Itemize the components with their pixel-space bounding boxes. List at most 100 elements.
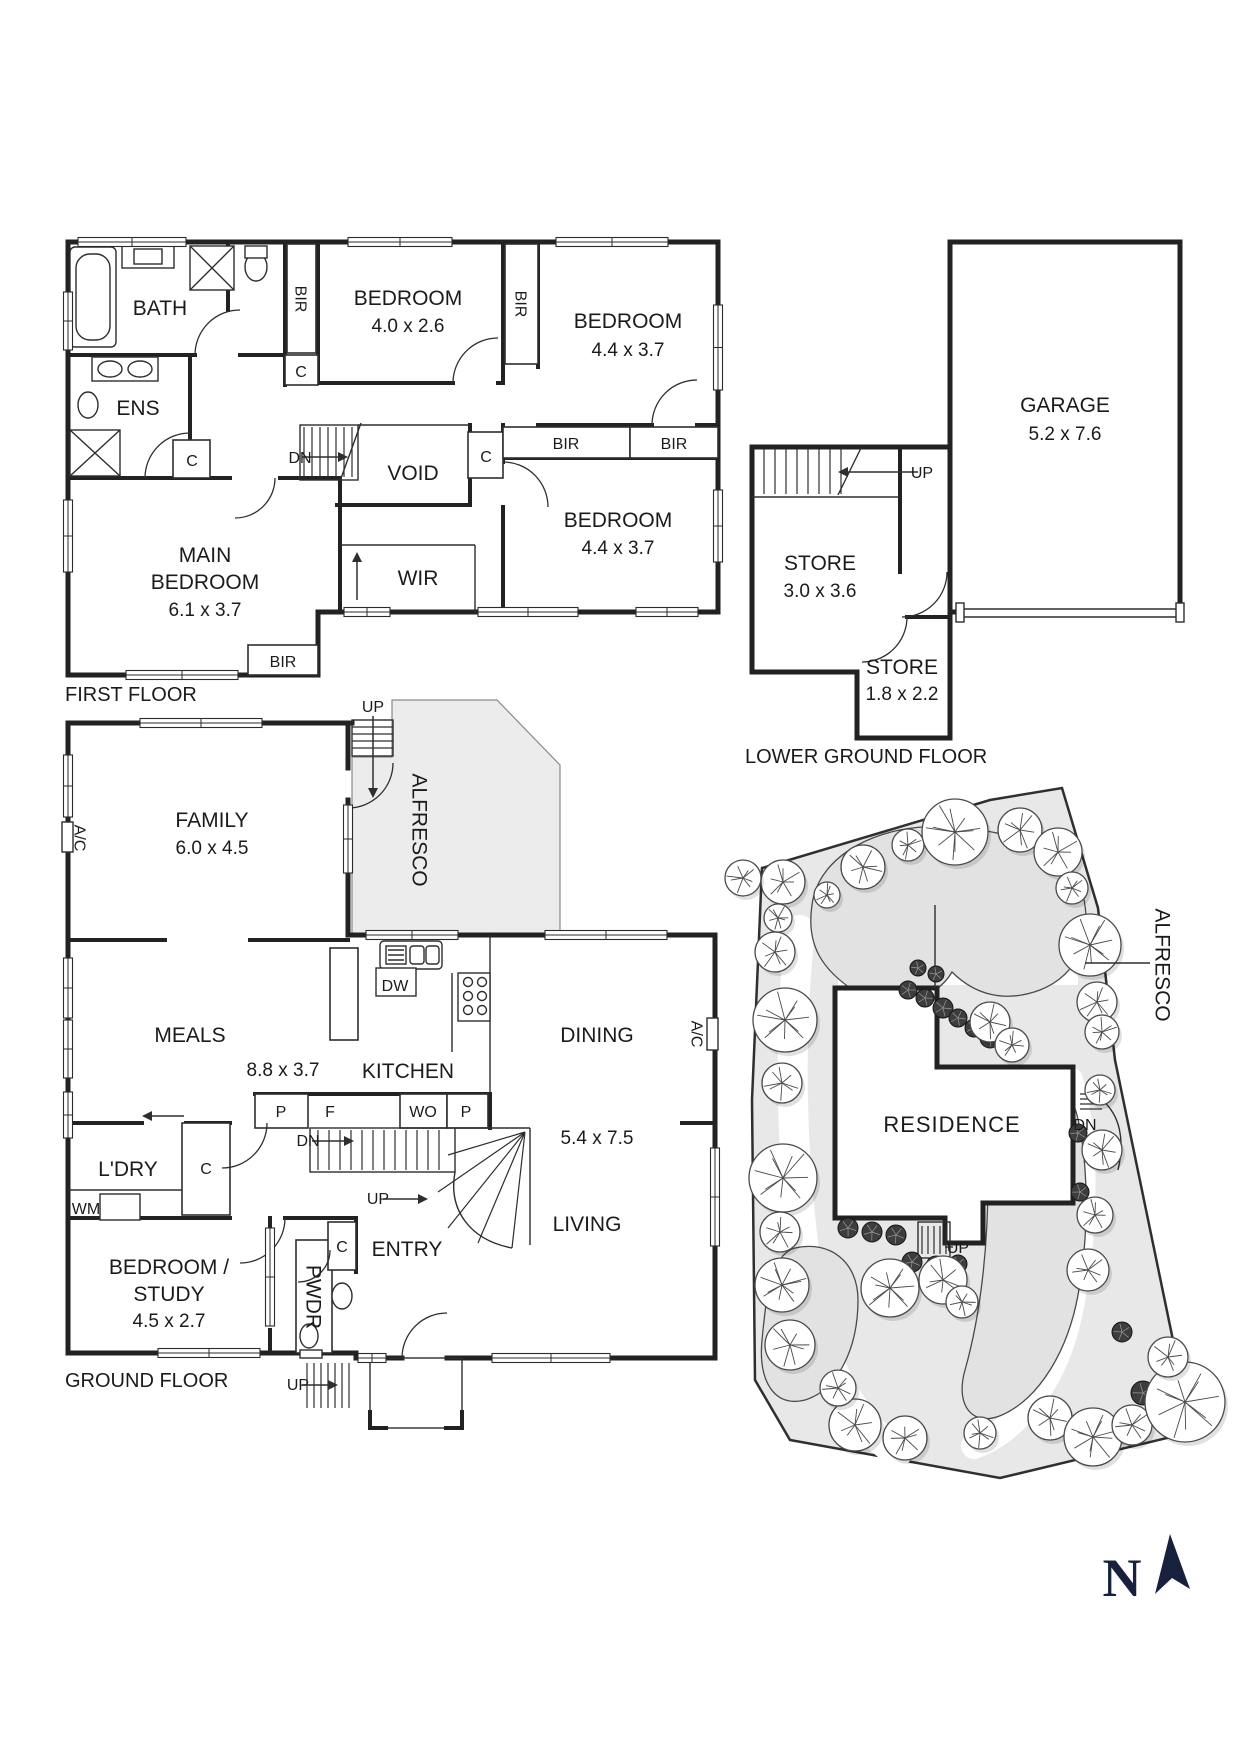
porch (302, 1357, 464, 1430)
cabinet-label-wall-oven: WO (409, 1104, 437, 1121)
window-symbol (62, 1019, 74, 1079)
stair-label-dn-gf: DN (296, 1133, 319, 1150)
tree-icon (994, 1027, 1032, 1066)
window-symbol (544, 929, 668, 941)
ground-floor-labels: UP FAMILY 6.0 x 4.5 ALFRESCO A/C A/C MEA… (65, 699, 704, 1394)
stair-label-up-top: UP (362, 699, 384, 716)
room-label-main-bedroom-1: MAIN (179, 544, 232, 567)
tree-icon (860, 1258, 922, 1321)
room-label-meals: MEALS (154, 1024, 225, 1047)
shrub-icon (885, 1224, 907, 1246)
ground-floor-doors (142, 762, 448, 1359)
site-label-up: UP (947, 1240, 969, 1257)
window-symbol (62, 291, 74, 351)
room-label-main-bedroom-2: BEDROOM (151, 571, 260, 594)
tree-icon (1144, 1361, 1228, 1446)
window-symbol (343, 606, 391, 618)
tree-icon (828, 1398, 884, 1455)
shrub-icon (948, 1008, 968, 1028)
shrub-icon (1070, 1182, 1090, 1202)
tree-icon (921, 798, 991, 869)
alfresco-area (351, 699, 561, 936)
shrub-icon (909, 959, 927, 977)
site-label-dn: DN (1073, 1117, 1096, 1134)
floor-title-first: FIRST FLOOR (65, 684, 197, 706)
first-floor-plan: BATH ENS BEDROOM 4.0 x 2.6 BEDROOM 4.4 x… (62, 236, 724, 706)
room-label-bath: BATH (133, 297, 187, 320)
closet-label-bir-4: BIR (661, 436, 688, 453)
tree-icon (754, 931, 798, 976)
first-floor-outline (65, 239, 721, 678)
room-label-alfresco-gf: ALFRESCO (408, 773, 431, 886)
stair-label-up-lg: UP (911, 465, 933, 482)
lower-ground-walls (752, 445, 953, 741)
tree-icon (891, 828, 927, 865)
dim-store1: 3.0 x 3.6 (784, 581, 857, 602)
tree-icon (761, 1062, 805, 1107)
garage-door (955, 602, 1185, 623)
window-symbol (264, 1227, 276, 1327)
ground-floor-windows (62, 717, 721, 1364)
first-floor-windows (62, 236, 724, 681)
lower-ground-doors (861, 571, 948, 663)
laundry-fixtures (68, 1122, 231, 1221)
shrub-icon (837, 1217, 859, 1239)
closet-label-c1: C (295, 364, 307, 381)
site-label-alfresco: ALFRESCO (1151, 908, 1174, 1021)
tree-icon (840, 844, 888, 893)
ground-floor-mid-stairs (309, 1127, 531, 1249)
window-symbol (357, 1352, 387, 1364)
shrub-icon (898, 980, 918, 1000)
tree-icon (760, 859, 808, 908)
tree-icon (1027, 1395, 1075, 1444)
window-symbol (62, 754, 74, 818)
ac-units (61, 821, 719, 1051)
tree-icon (813, 881, 843, 912)
tree-icon (1111, 1404, 1155, 1449)
window-symbol (712, 489, 724, 563)
dim-dining-living: 5.4 x 7.5 (561, 1128, 634, 1149)
closet-label-bir-2: BIR (511, 291, 528, 318)
room-label-bedroom2: BEDROOM (574, 310, 683, 333)
window-symbol (555, 236, 669, 248)
appliance-label-dw: DW (382, 978, 410, 995)
site-plan: RESIDENCE DN UP ALFRESCO (724, 786, 1228, 1480)
window-symbol (365, 929, 459, 941)
closet-label-c3: C (480, 449, 492, 466)
stair-label-up-winder: UP (367, 1191, 389, 1208)
tree-icon (1066, 1248, 1112, 1295)
first-floor-labels: BATH ENS BEDROOM 4.0 x 2.6 BEDROOM 4.4 x… (65, 286, 687, 706)
ac-label-left: A/C (70, 825, 87, 852)
dim-family: 6.0 x 4.5 (176, 838, 249, 859)
tree-icon (764, 1319, 818, 1374)
room-label-dining: DINING (560, 1024, 634, 1047)
lower-ground-labels: GARAGE 5.2 x 7.6 STORE 3.0 x 3.6 STORE 1… (745, 394, 1110, 768)
shrub-icon (932, 997, 954, 1019)
tree-icon (1076, 1196, 1116, 1237)
tree-icon (963, 1416, 999, 1453)
cabinet-label-pantry1: P (276, 1104, 287, 1121)
dim-main-bedroom: 6.1 x 3.7 (169, 600, 242, 621)
first-floor-closets (172, 243, 719, 676)
window-symbol (709, 1147, 721, 1247)
closet-label-ldry: C (200, 1161, 212, 1178)
room-label-bedroom1: BEDROOM (354, 287, 463, 310)
window-symbol (62, 957, 74, 1019)
tree-icon (759, 1211, 803, 1256)
tree-icon (1055, 871, 1091, 908)
tree-icon (752, 987, 820, 1056)
tree-icon (997, 807, 1045, 856)
north-letter: N (1103, 1548, 1142, 1608)
room-label-bed-study-2: STUDY (133, 1283, 204, 1306)
room-label-powder: PWDR (302, 1265, 325, 1329)
closet-label-bir-1: BIR (291, 286, 308, 313)
tree-icon (1063, 1407, 1125, 1470)
window-symbol (157, 1347, 261, 1359)
appliance-label-wm: WM (72, 1201, 100, 1218)
closet-label-c2: C (186, 453, 198, 470)
ground-floor-plan: UP FAMILY 6.0 x 4.5 ALFRESCO A/C A/C MEA… (61, 699, 721, 1430)
window-symbol (347, 236, 453, 248)
lower-ground-floor-plan: GARAGE 5.2 x 7.6 STORE 3.0 x 3.6 STORE 1… (745, 239, 1185, 768)
